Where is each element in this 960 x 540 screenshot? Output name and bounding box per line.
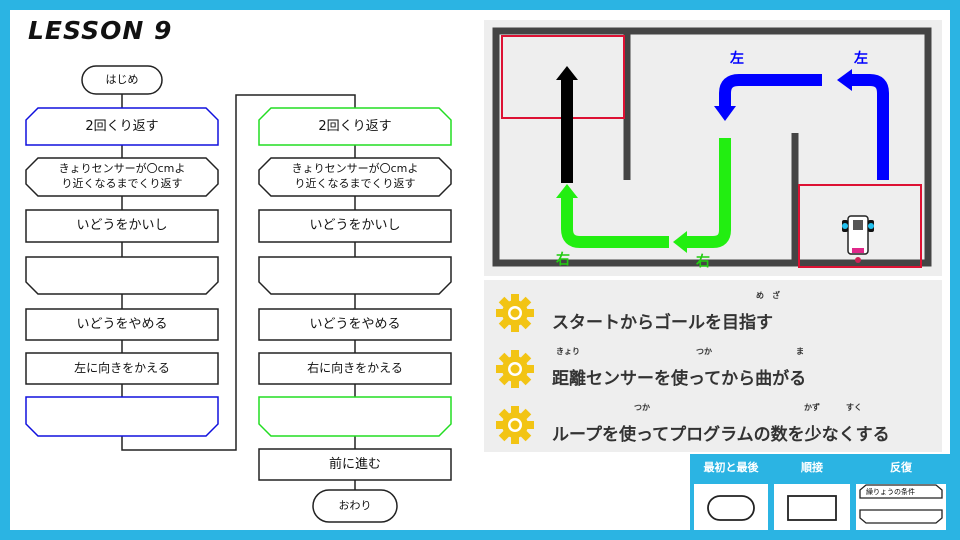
right-loop-start-shape <box>258 107 452 146</box>
column-link-line <box>121 94 356 451</box>
left-turn-label: 左に向きをかえる <box>74 361 170 376</box>
right-stop-label: いどうをやめる <box>309 316 401 332</box>
maze-drawing <box>492 27 932 268</box>
gear-icon <box>496 406 534 444</box>
left-loop-end-shape <box>25 396 219 437</box>
right-turn-box <box>258 352 452 385</box>
shape-legend: 最初と最後 順接 反復 繰りょうの条件 <box>690 454 950 530</box>
sensor-line-2: り近くなるまでくり返す <box>61 177 183 190</box>
right-sensor-loop-label: きょりセンサーが〇cmよ り近くなるまでくり返す <box>259 158 451 196</box>
right-forward-box <box>258 448 452 481</box>
left-stop-box <box>25 308 219 341</box>
legend-first-last: 最初と最後 <box>694 454 768 530</box>
right-forward-label: 前に進む <box>328 456 381 472</box>
left-sensor-loop-shape <box>25 157 219 197</box>
maze-label-left-2: 左 <box>854 51 868 67</box>
maze-label-right-1: 右 <box>556 252 570 268</box>
green-arrow <box>556 138 731 253</box>
legend-repeat-condition: 繰りょうの条件 <box>866 487 915 496</box>
process-shape-icon <box>787 495 837 521</box>
terminator-shape-icon <box>707 495 755 521</box>
left-sensor-loop-end-shape <box>25 256 219 295</box>
page-title: LESSON 9 <box>28 16 173 45</box>
goal-item-1: め ざ スタートからゴールを目指す <box>484 286 942 338</box>
start-area <box>798 184 922 268</box>
goal-3-ruby-3: すく <box>846 403 862 412</box>
left-move-label: いどうをかいし <box>76 218 168 234</box>
goal-item-2: きょり つか ま 距離センサーを使ってから曲がる <box>484 342 942 394</box>
black-arrow <box>556 66 578 183</box>
start-label: はじめ <box>105 72 139 86</box>
right-loop-start-label: 2回くり返す <box>318 118 392 134</box>
maze-label-right-2: 右 <box>696 254 710 270</box>
goal-3-ruby-1: つか <box>634 403 650 412</box>
goal-item-3: つか かず すく ループを使ってプログラムの数を少なくする <box>484 398 942 450</box>
legend-sequence: 順接 <box>774 454 850 530</box>
start-terminator <box>81 65 163 95</box>
left-loop-start-label: 2回くり返す <box>85 118 159 134</box>
left-turn-box <box>25 352 219 385</box>
right-sensor-loop-end-shape <box>258 256 452 295</box>
maze-label-left-1: 左 <box>730 51 744 67</box>
goal-3-ruby-2: かず <box>804 403 820 412</box>
flowchart <box>25 65 452 523</box>
legend-first-last-label: 最初と最後 <box>703 461 759 474</box>
robot-icon <box>842 215 874 263</box>
left-move-box <box>25 209 219 243</box>
left-stop-label: いどうをやめる <box>76 316 168 332</box>
right-sensor-loop-shape <box>258 157 452 197</box>
legend-sequence-label: 順接 <box>801 461 823 474</box>
sensor-line-1: きょりセンサーが〇cmよ <box>291 162 419 176</box>
gear-icon <box>496 350 534 388</box>
left-loop-start-shape <box>25 107 219 146</box>
loop-shape-icon <box>859 484 943 524</box>
goals-panel: め ざ スタートからゴールを目指す きょり つか ま 距離センサーを使ってから曲… <box>484 280 942 452</box>
goal-1-text: スタートからゴールを目指す <box>552 313 773 333</box>
sensor-line-1: きょりセンサーが〇cmよ <box>58 162 186 176</box>
goal-2-ruby-3: ま <box>796 347 804 356</box>
goal-3-text: ループを使ってプログラムの数を少なくする <box>552 425 890 445</box>
right-loop-end-shape <box>258 396 452 437</box>
lesson-slide: LESSON 9 <box>10 10 950 530</box>
right-turn-label: 右に向きをかえる <box>307 361 403 376</box>
end-label: おわり <box>338 498 372 512</box>
sensor-line-2: り近くなるまでくり返す <box>294 177 416 190</box>
end-terminator <box>312 489 398 523</box>
legend-repeat-label: 反復 <box>890 461 912 474</box>
right-stop-box <box>258 308 452 341</box>
maze-map: 左 左 右 右 <box>484 20 942 276</box>
blue-arrow <box>714 69 889 180</box>
maze-outer-wall <box>492 27 932 267</box>
right-move-box <box>258 209 452 243</box>
goal-2-ruby-1: きょり <box>556 347 580 356</box>
gear-icon <box>496 294 534 332</box>
left-sensor-loop-label: きょりセンサーが〇cmよ り近くなるまでくり返す <box>26 158 218 196</box>
legend-repeat: 反復 繰りょうの条件 <box>856 454 946 530</box>
goal-2-text: 距離センサーを使ってから曲がる <box>552 369 807 389</box>
goal-1-ruby: め ざ <box>756 291 780 300</box>
right-move-label: いどうをかいし <box>309 218 401 234</box>
goal-2-ruby-2: つか <box>696 347 712 356</box>
